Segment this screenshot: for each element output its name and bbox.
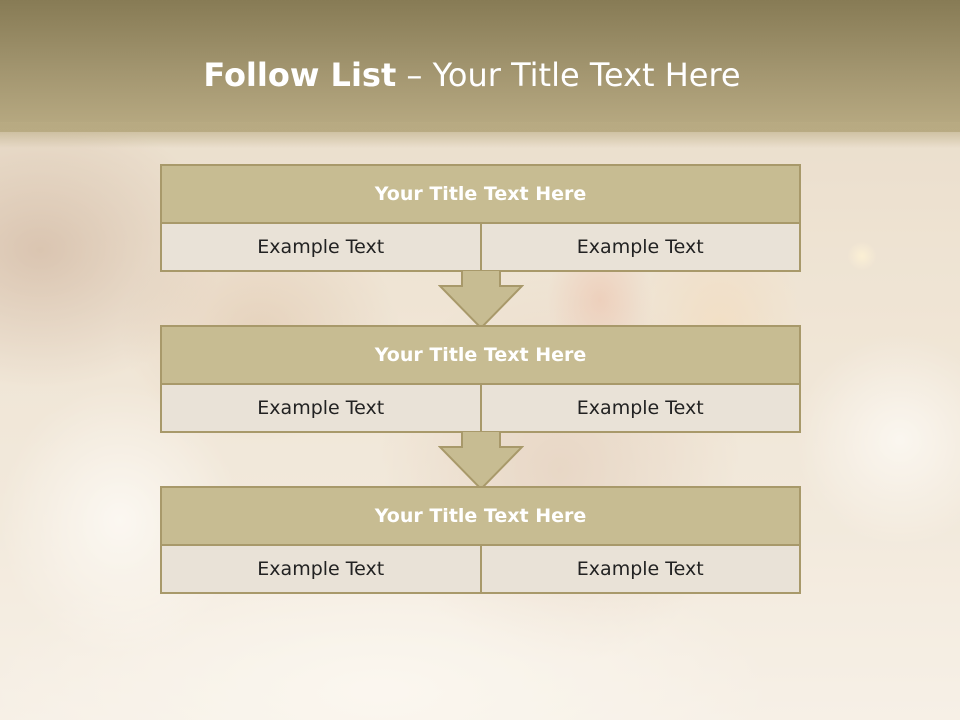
step-card-row: Example Text Example Text bbox=[162, 385, 799, 431]
title-band bbox=[0, 0, 960, 132]
step-card-title: Your Title Text Here bbox=[162, 166, 799, 224]
step-card-title: Your Title Text Here bbox=[162, 327, 799, 385]
step-card-left-text: Example Text bbox=[162, 546, 482, 592]
step-card-right-text: Example Text bbox=[576, 236, 704, 258]
step-card-right-text: Example Text bbox=[576, 558, 704, 580]
step-card-title: Your Title Text Here bbox=[162, 488, 799, 546]
step-card-right-text: Example Text bbox=[576, 397, 704, 419]
slide-title-bold: Follow List bbox=[203, 56, 397, 94]
step-card-left-text: Example Text bbox=[162, 224, 482, 270]
slide-title-rest: – Your Title Text Here bbox=[396, 56, 741, 94]
step-card-row: Example Text Example Text bbox=[162, 224, 799, 270]
title-band-fade bbox=[0, 122, 960, 148]
step-card-1: Your Title Text Here Example Text Exampl… bbox=[160, 164, 801, 272]
slide-title: Follow List – Your Title Text Here bbox=[0, 52, 944, 98]
step-card-3: Your Title Text Here Example Text Exampl… bbox=[160, 486, 801, 594]
step-card-2: Your Title Text Here Example Text Exampl… bbox=[160, 325, 801, 433]
step-card-left-text: Example Text bbox=[162, 385, 482, 431]
down-arrow-icon bbox=[438, 270, 524, 330]
down-arrow-icon bbox=[438, 431, 524, 491]
step-card-row: Example Text Example Text bbox=[162, 546, 799, 592]
